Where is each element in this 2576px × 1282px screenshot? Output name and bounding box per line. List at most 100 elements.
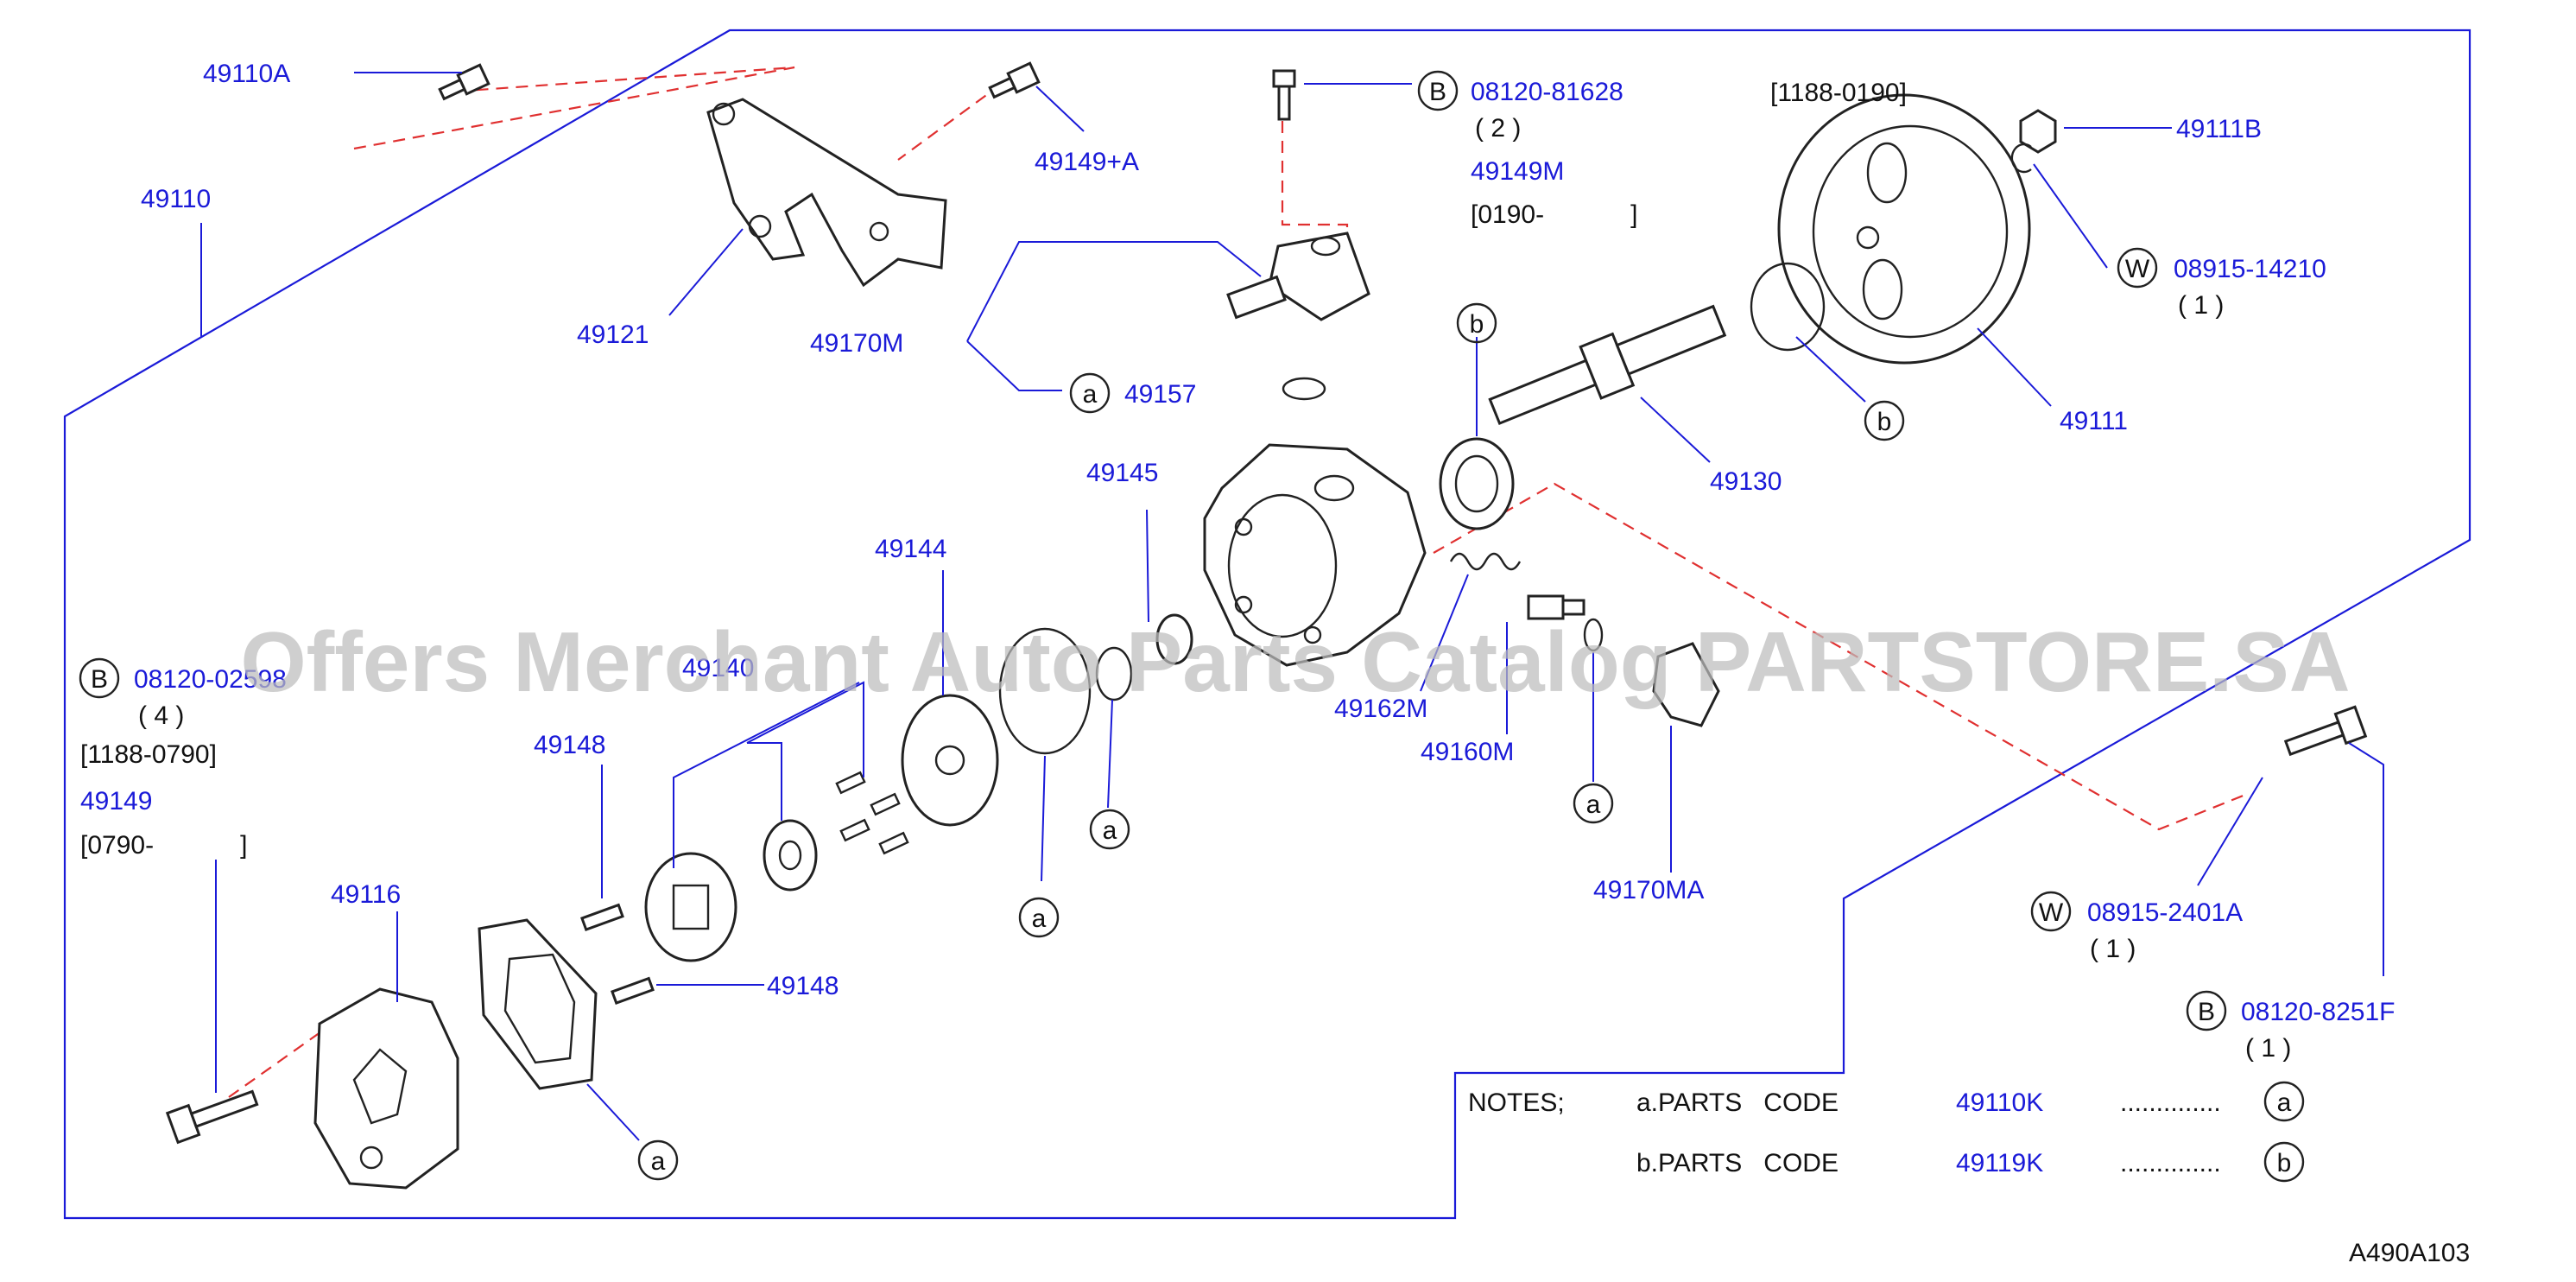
svg-text:b.PARTS CODE: b.PARTS CODE [1636,1149,1839,1177]
notes-heading: NOTES; [1468,1088,1565,1117]
nut-49111B [2019,109,2057,154]
label-49119K[interactable]: 49119K [1956,1149,2043,1177]
spring-49162M [1449,552,1522,571]
side-plate-49144 [901,694,999,827]
svg-text:[0190- ]: [0190- ] [1471,200,1637,229]
svg-text:( 1 ): ( 1 ) [2178,291,2224,320]
label-49116[interactable]: 49116 [331,880,401,909]
part-number-labels: 49110A 49110 49121 49149+A 49170M 49157 … [80,60,2262,1000]
callout-a-gasket: a [637,1139,679,1181]
bracket-49121 [706,98,947,288]
ring-49145 [1155,613,1193,665]
shaft-49130 [1488,304,1727,426]
svg-text:..............: .............. [2120,1149,2221,1177]
svg-text:..............: .............. [2120,1088,2221,1117]
svg-text:( 1 ): ( 1 ) [2090,935,2136,963]
notes-row-b: b.PARTS CODE 49119K .............. b [1636,1141,2305,1183]
label-08120-81628[interactable]: 08120-81628 [1471,78,1623,106]
svg-text:( 4 ): ( 4 ) [138,701,184,730]
label-08120-8251F[interactable]: 08120-8251F [2241,998,2395,1026]
label-08120-02598[interactable]: 08120-02598 [134,665,287,694]
label-49121[interactable]: 49121 [577,320,649,349]
label-49149[interactable]: 49149 [80,787,152,816]
label-08915-14210[interactable]: 08915-14210 [2174,255,2326,283]
svg-text:a.PARTS CODE: a.PARTS CODE [1636,1088,1839,1117]
label-49160M[interactable]: 49160M [1421,738,1514,766]
label-49148-upper[interactable]: 49148 [534,731,605,759]
label-49148-lower[interactable]: 49148 [767,972,839,1000]
gasket [478,918,598,1090]
svg-text:[1188-0790]: [1188-0790] [80,740,217,769]
cam-ring-49140 [644,852,737,962]
pin-49148-upper [580,903,624,932]
suction-pipe-49170M [1226,232,1370,321]
pulley-range: [1188-0190] [1770,79,1907,107]
pin-49148-lower [611,976,655,1006]
svg-text:b: b [2277,1149,2292,1177]
callout-a-oring-large: a [1018,897,1060,938]
oil-seal [1439,437,1515,530]
callout-b-seal: b [1456,302,1497,344]
label-49149A[interactable]: 49149+A [1035,148,1139,176]
o-ring-49157 [1282,377,1326,401]
label-49149M[interactable]: 49149M [1471,157,1564,186]
label-49162M[interactable]: 49162M [1334,695,1427,723]
label-49144[interactable]: 49144 [875,535,946,563]
callout-a-oring-small: a [1089,809,1130,850]
svg-text:a: a [2277,1088,2292,1117]
valve-49160M [1527,594,1585,620]
notes-row-a: a.PARTS CODE 49110K .............. a [1636,1081,2305,1122]
label-49157[interactable]: 49157 [1124,380,1196,409]
svg-text:[0790- ]: [0790- ] [80,831,247,860]
callout-b-snap-ring: b [1864,400,1905,441]
svg-text:b: b [1877,408,1892,436]
label-49145[interactable]: 49145 [1086,459,1158,487]
leader-lines [200,72,2384,1141]
svg-text:a: a [1083,380,1098,409]
label-49140[interactable]: 49140 [682,654,754,682]
svg-text:B: B [1429,78,1446,106]
assembly-frame [63,29,2472,1220]
callout-a-valve: a [1573,783,1614,824]
svg-text:b: b [1470,310,1484,339]
svg-text:a: a [1103,816,1117,845]
label-49110[interactable]: 49110 [141,185,211,213]
pump-body [1203,443,1427,667]
label-49130[interactable]: 49130 [1710,467,1782,496]
svg-text:a: a [1032,904,1047,933]
label-49110A[interactable]: 49110A [203,60,290,88]
fastener-w-top: W 08915-14210 ( 1 ) [2117,247,2326,320]
label-49111B[interactable]: 49111B [2176,115,2262,143]
vanes [835,771,909,855]
svg-text:( 1 ): ( 1 ) [2245,1034,2291,1063]
svg-text:B: B [91,665,108,694]
svg-text:a: a [651,1147,666,1176]
bolt-49149A [988,61,1041,99]
svg-text:W: W [2039,898,2064,927]
svg-text:W: W [2125,255,2150,283]
bolt-49110A [438,63,491,101]
label-49170MA[interactable]: 49170MA [1593,876,1704,904]
washer-08915-14210 [2010,143,2032,174]
snap-ring [1750,262,1826,352]
fastener-b-left: B 08120-02598 ( 4 ) [1188-0790] [0790- ] [79,657,287,860]
bolt-08120-8251F [2283,705,2368,757]
label-49170M[interactable]: 49170M [810,329,903,358]
label-08915-2401A[interactable]: 08915-2401A [2087,898,2243,927]
diagram-code: A490A103 [2349,1239,2470,1267]
rotor [763,819,818,892]
notes-block: NOTES; a.PARTS CODE 49110K .............… [1468,1081,2305,1183]
bolt-08120-81628 [1272,69,1296,121]
svg-text:a: a [1586,790,1601,819]
bolt-08120-02598 [165,1089,259,1145]
fastener-b-top: B 08120-81628 ( 2 ) [0190- ] [1417,70,1637,229]
label-49111[interactable]: 49111 [2060,407,2128,435]
callout-circles: a b b a a a a [637,302,1905,1181]
connector-49170MA [1652,642,1720,727]
label-49110K[interactable]: 49110K [1956,1088,2043,1117]
o-ring-small [1583,618,1604,652]
pulley-49111 [1777,93,2031,365]
callout-a-49157: a [1069,372,1111,414]
housing-49116 [313,987,459,1190]
